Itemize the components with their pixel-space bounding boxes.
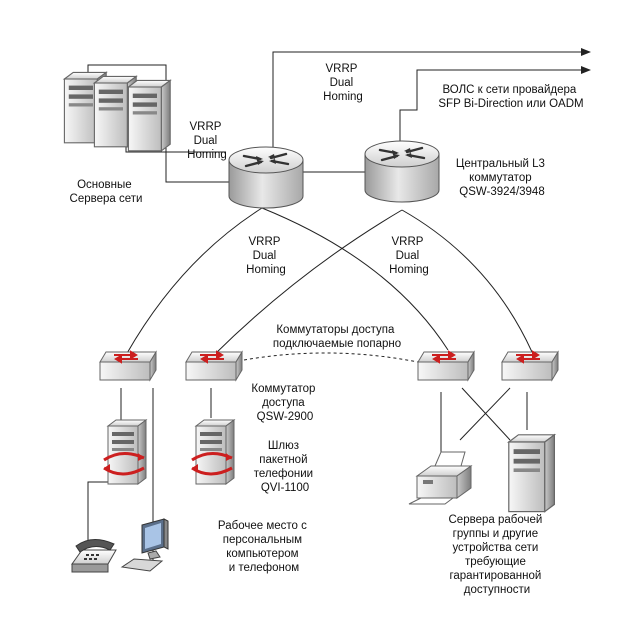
access-switch-1-icon bbox=[99, 351, 157, 381]
uplink-left bbox=[272, 48, 591, 148]
workgroup-server-icon bbox=[508, 434, 556, 513]
voip-gateway-left-icon bbox=[103, 419, 147, 485]
access-switch-3-icon bbox=[417, 351, 475, 381]
access-pair-label: Коммутаторы доступа подключаемые попарно bbox=[273, 324, 401, 350]
vrrp-top-label: VRRP Dual Homing bbox=[323, 63, 363, 103]
workgroup-servers-label: Сервера рабочей группы и другие устройст… bbox=[449, 514, 546, 596]
printer-icon bbox=[408, 451, 473, 505]
uplink-right bbox=[399, 66, 591, 142]
core-servers-icon bbox=[63, 71, 171, 152]
telephone-icon bbox=[71, 539, 117, 573]
access-switch-label: Коммутатор доступа QSW-2900 bbox=[251, 383, 318, 423]
vrrp-mid-left-label: VRRP Dual Homing bbox=[246, 236, 286, 276]
workstation-label: Рабочее место с персональным компьютером… bbox=[218, 520, 310, 574]
provider-link-label: ВОЛС к сети провайдера SFP Bi-Direction … bbox=[438, 84, 583, 110]
core-servers-label: Основные Сервера сети bbox=[70, 179, 143, 205]
access-switch-2-icon bbox=[185, 351, 243, 381]
computer-icon bbox=[120, 518, 169, 572]
voip-gateway-label: Шлюз пакетной телефонии QVI-1100 bbox=[254, 440, 317, 494]
core-router-left-icon bbox=[227, 145, 305, 210]
vrrp-left-label: VRRP Dual Homing bbox=[187, 121, 227, 161]
core-switch-label: Центральный L3 коммутатор QSW-3924/3948 bbox=[456, 158, 548, 198]
vrrp-mid-right-label: VRRP Dual Homing bbox=[389, 236, 429, 276]
access-switch-4-icon bbox=[501, 351, 559, 381]
core-router-right-icon bbox=[363, 139, 441, 204]
voip-gateway-icon bbox=[191, 419, 235, 485]
